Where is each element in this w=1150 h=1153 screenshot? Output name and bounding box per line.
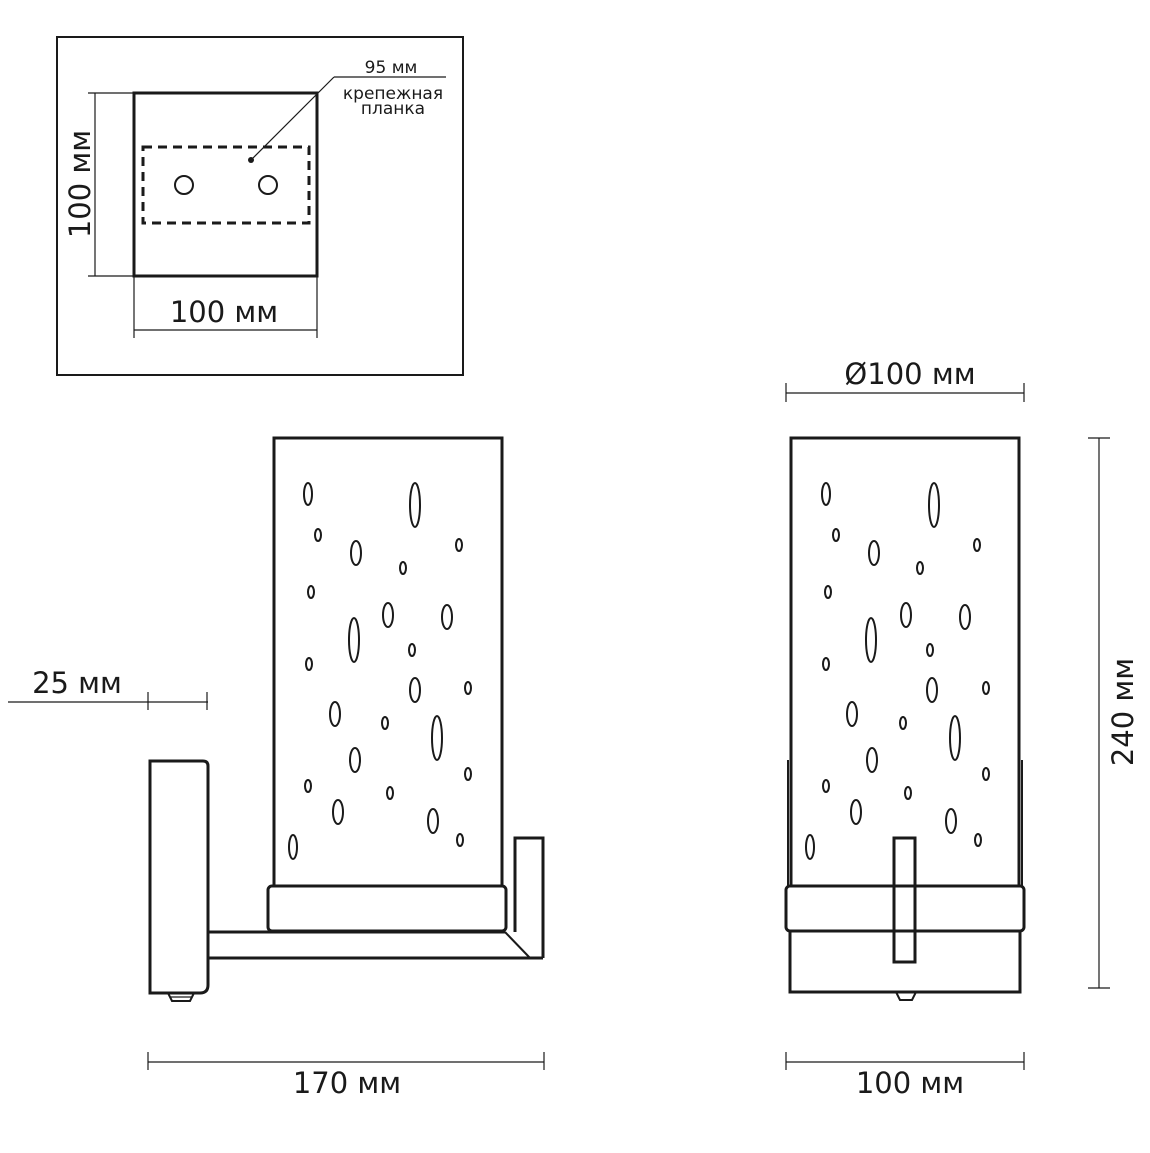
side-depth-label: 170 мм: [293, 1066, 401, 1100]
side-upright: [513, 836, 545, 958]
bubble: [455, 538, 463, 552]
side-view: 25 мм 170 мм: [8, 436, 545, 1100]
front-diameter-label: Ø100 мм: [844, 357, 975, 391]
bubble: [850, 799, 862, 825]
top-height-label: 100 мм: [63, 130, 97, 238]
bubble: [926, 643, 934, 657]
bubble: [409, 482, 421, 528]
bubble: [314, 528, 322, 542]
bubble: [822, 779, 830, 793]
mount-width-label: 95 мм: [365, 58, 418, 78]
bubble: [900, 602, 912, 628]
bubble: [805, 834, 815, 860]
mount-hole-right: [258, 175, 278, 195]
bubble: [332, 799, 344, 825]
bubble: [832, 528, 840, 542]
top-view-frame: [56, 36, 464, 376]
bubble: [381, 716, 389, 730]
mount-name-line2: планка: [361, 99, 425, 119]
front-view: Ø100 мм 240 мм 100 мм: [784, 357, 1140, 1100]
wall-plate-outline: [132, 91, 319, 278]
bubble: [824, 585, 832, 599]
bubble: [304, 779, 312, 793]
bubble: [973, 538, 981, 552]
top-width-label: 100 мм: [170, 295, 278, 329]
bubble: [868, 540, 880, 566]
bubble: [399, 561, 407, 575]
bubble: [307, 585, 315, 599]
bubble: [928, 482, 940, 528]
bubble: [846, 701, 858, 727]
bubble: [408, 643, 416, 657]
mounting-bar-dashed: [141, 145, 311, 225]
bubble: [348, 617, 360, 663]
top-view: 95 мм крепежная планка 100 мм 100 мм: [56, 36, 464, 376]
bubble: [305, 657, 313, 671]
bubble: [974, 833, 982, 847]
mount-name-line1: крепежная: [343, 84, 443, 104]
bubble: [441, 604, 453, 630]
bubble: [926, 677, 938, 703]
side-collar: [266, 884, 508, 933]
bubble: [945, 808, 957, 834]
front-width-label: 100 мм: [856, 1066, 964, 1100]
side-shade-bubbles: [288, 482, 472, 860]
bubble: [456, 833, 464, 847]
bubble: [288, 834, 298, 860]
front-screw: [895, 991, 917, 1001]
bubble: [386, 786, 394, 800]
bubble: [904, 786, 912, 800]
bubble: [822, 657, 830, 671]
bubble: [350, 540, 362, 566]
bubble: [464, 681, 472, 695]
bubble: [982, 681, 990, 695]
bubble: [382, 602, 394, 628]
bubble: [982, 767, 990, 781]
bubble: [866, 747, 878, 773]
bubble: [431, 715, 443, 761]
side-projection-label: 25 мм: [32, 666, 122, 700]
side-arm-bevel: [504, 931, 531, 959]
bubble: [409, 677, 421, 703]
leader-line: [250, 76, 335, 161]
front-collar: [784, 884, 1026, 933]
side-wall-plate: [148, 759, 210, 995]
bubble: [865, 617, 877, 663]
front-post: [892, 836, 917, 964]
bubble: [329, 701, 341, 727]
bubble: [959, 604, 971, 630]
bubble: [949, 715, 961, 761]
front-shade-bubbles: [805, 482, 990, 860]
mount-hole-left: [174, 175, 194, 195]
bubble: [916, 561, 924, 575]
bubble: [899, 716, 907, 730]
bubble: [349, 747, 361, 773]
bubble: [427, 808, 439, 834]
bubble: [821, 482, 831, 506]
front-base: [788, 929, 1022, 994]
bubble: [464, 767, 472, 781]
bubble: [303, 482, 313, 506]
front-height-label: 240 мм: [1106, 658, 1140, 766]
